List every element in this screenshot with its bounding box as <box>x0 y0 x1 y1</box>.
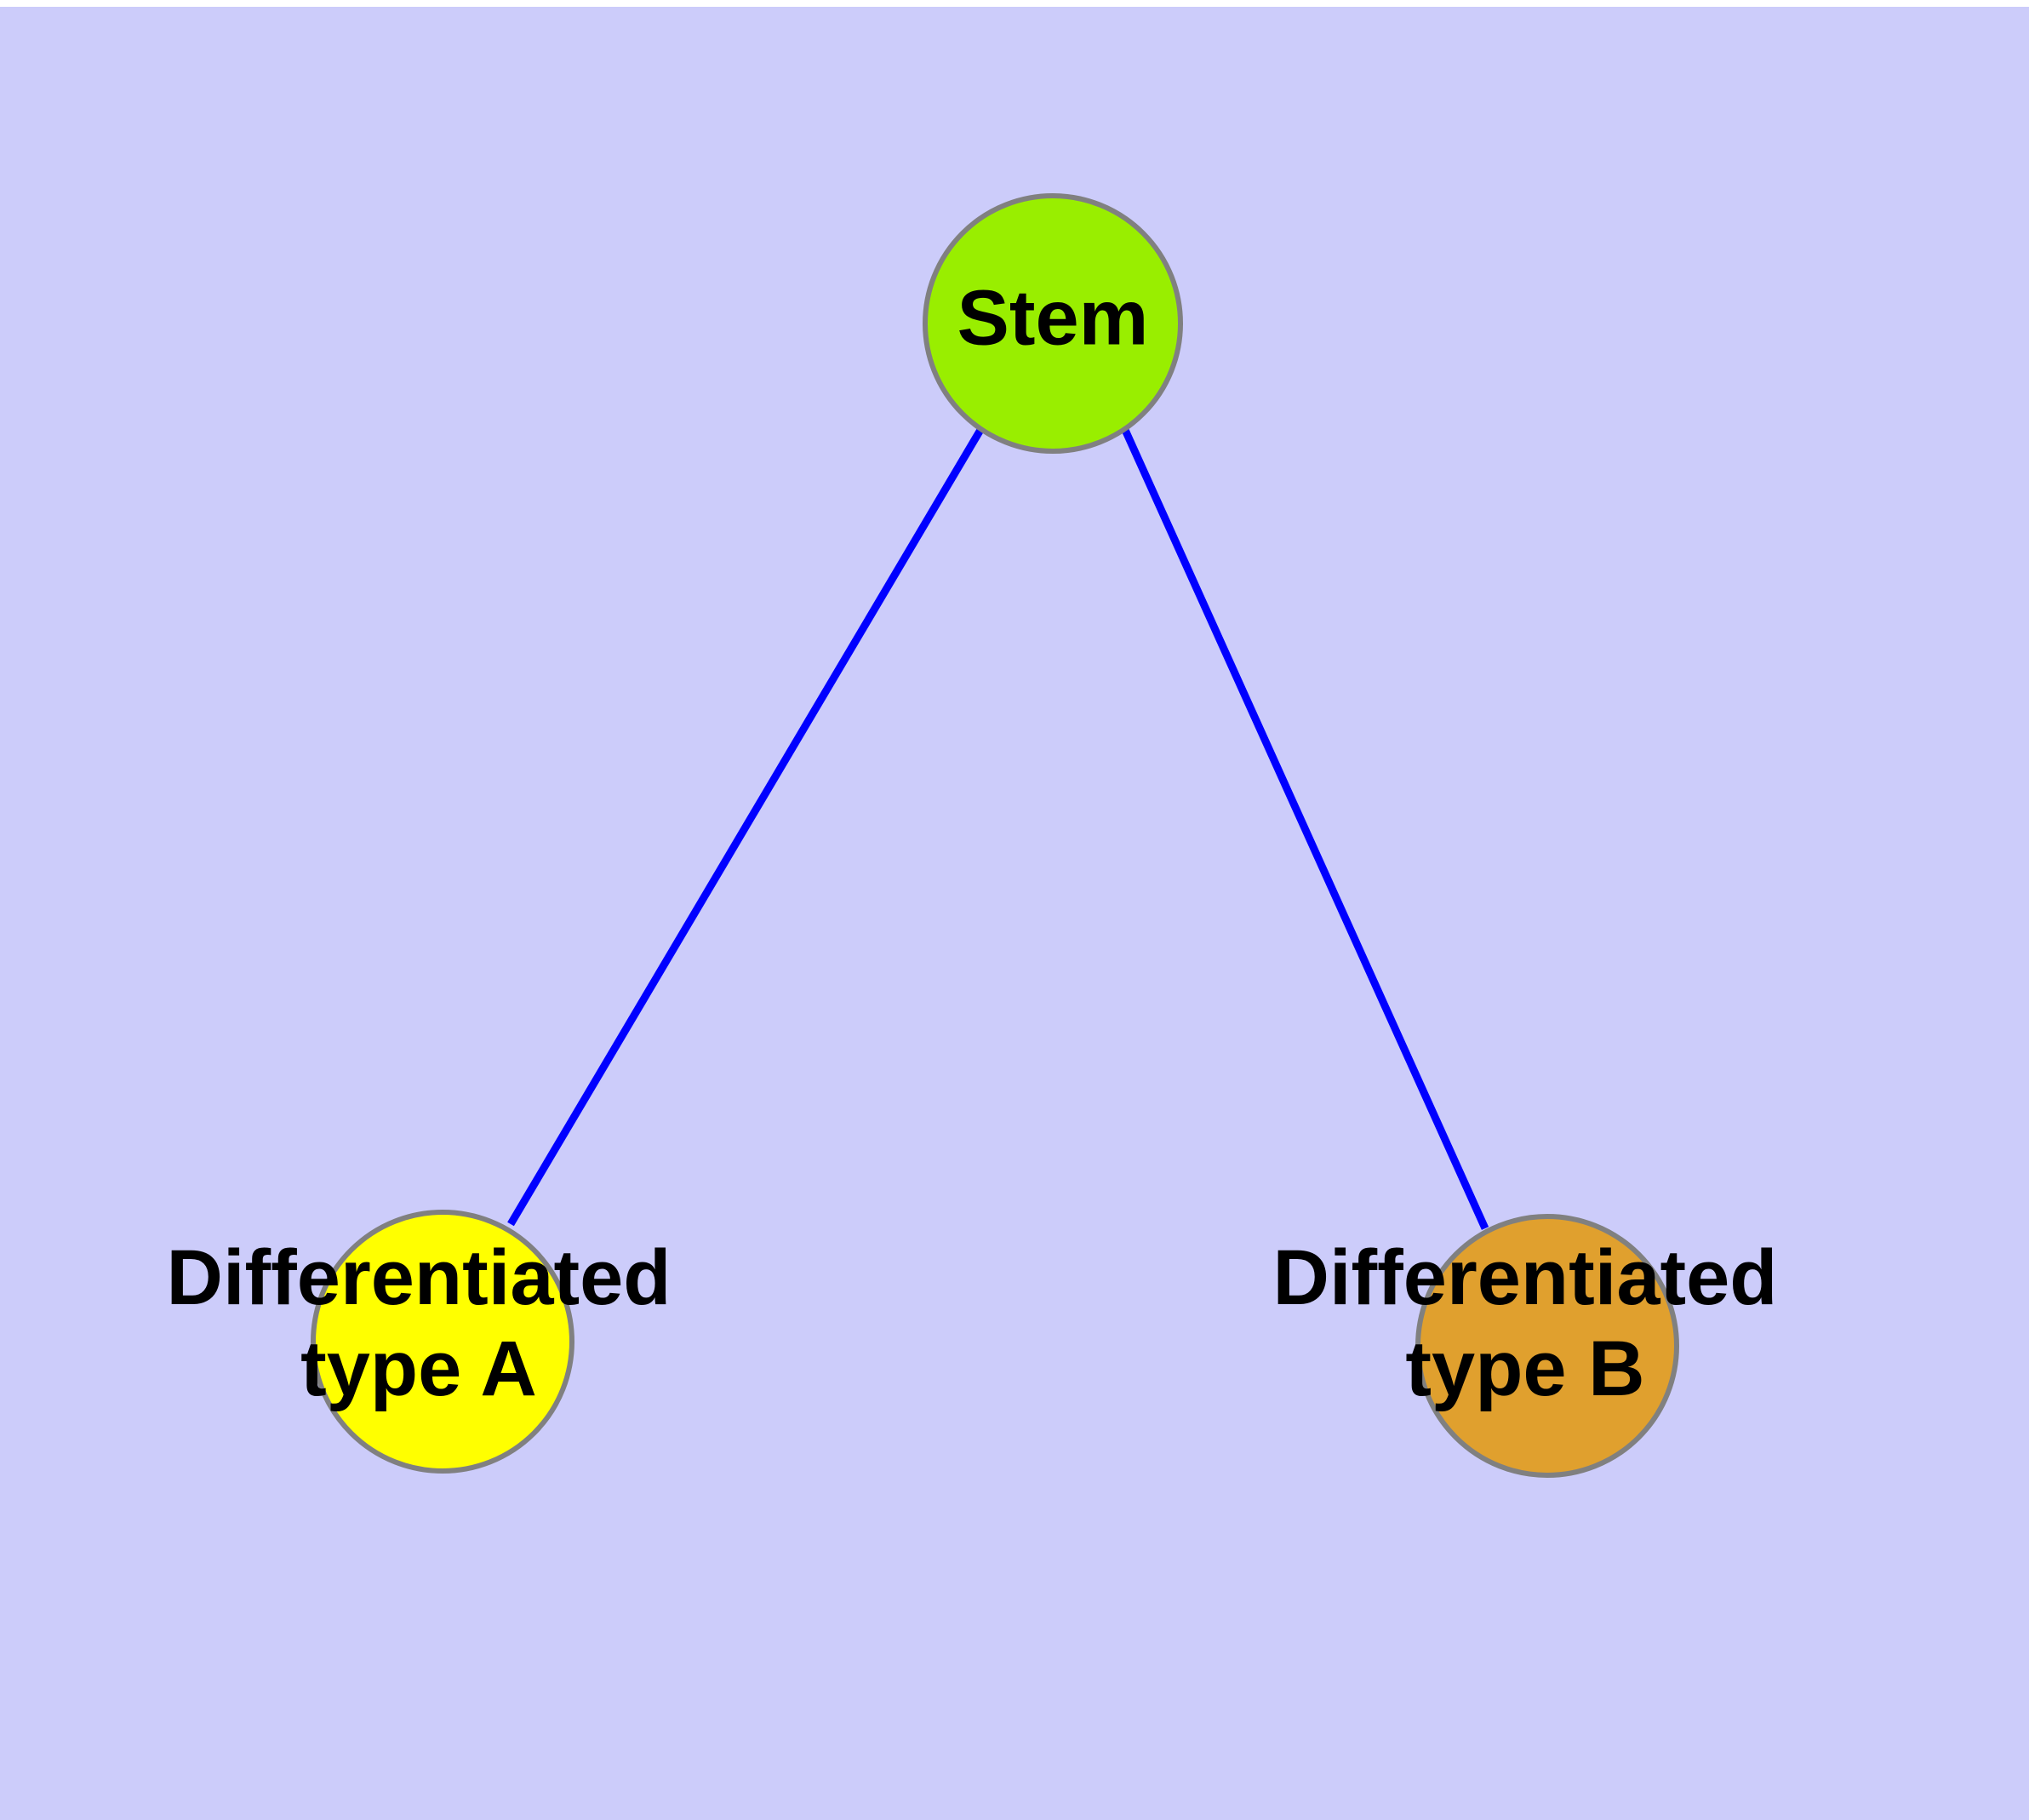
diagram-plot-area: Stem Differentiated type A Differentiate… <box>0 7 2029 1820</box>
graph-svg: Stem Differentiated type A Differentiate… <box>167 193 1778 1478</box>
node-differentiated-type-a-label-line-1: Differentiated <box>167 1234 672 1321</box>
node-differentiated-type-a-circle[interactable] <box>311 1210 574 1474</box>
node-differentiated-type-a-label-line-2: type A <box>300 1325 537 1412</box>
node-stem-circle[interactable] <box>923 193 1183 454</box>
edge-layer <box>507 427 1489 1230</box>
node-differentiated-type-a[interactable]: Differentiated type A <box>167 1210 672 1474</box>
edge-stem-to-differentiated-type-a[interactable] <box>507 427 984 1227</box>
node-stem-label-line-1: Stem <box>957 274 1149 361</box>
node-differentiated-type-b-label-line-1: Differentiated <box>1273 1234 1778 1321</box>
node-differentiated-type-b-circle[interactable] <box>1415 1214 1679 1478</box>
edge-stem-to-differentiated-type-b[interactable] <box>1121 428 1489 1230</box>
node-stem[interactable]: Stem <box>923 193 1183 454</box>
node-differentiated-type-b[interactable]: Differentiated type B <box>1273 1214 1778 1478</box>
node-differentiated-type-b-label-line-2: type B <box>1405 1325 1644 1412</box>
node-layer: Stem Differentiated type A Differentiate… <box>167 193 1778 1478</box>
